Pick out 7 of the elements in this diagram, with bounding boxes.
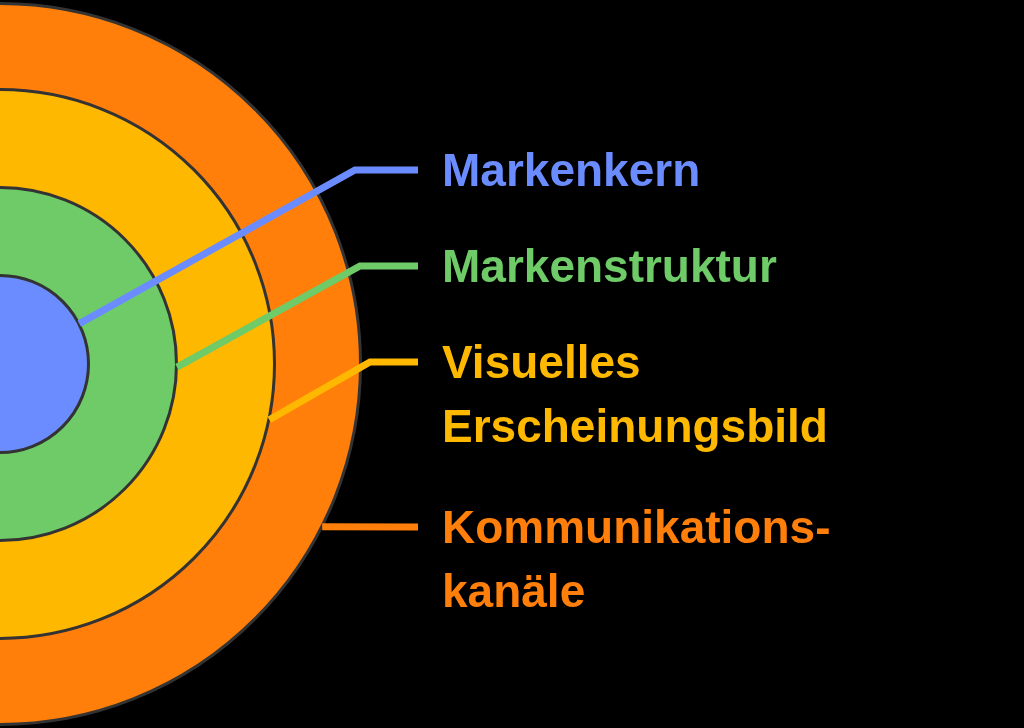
ring-label: Visuelles Erscheinungsbild	[442, 335, 829, 454]
leader-line	[77, 166, 418, 327]
ring-label: Kommunikations-kanäle	[442, 500, 832, 619]
ring-label: Markenstruktur	[442, 239, 778, 294]
leader-line	[267, 358, 418, 423]
ring-label: Markenkern	[442, 143, 702, 198]
leader-line	[175, 262, 418, 371]
